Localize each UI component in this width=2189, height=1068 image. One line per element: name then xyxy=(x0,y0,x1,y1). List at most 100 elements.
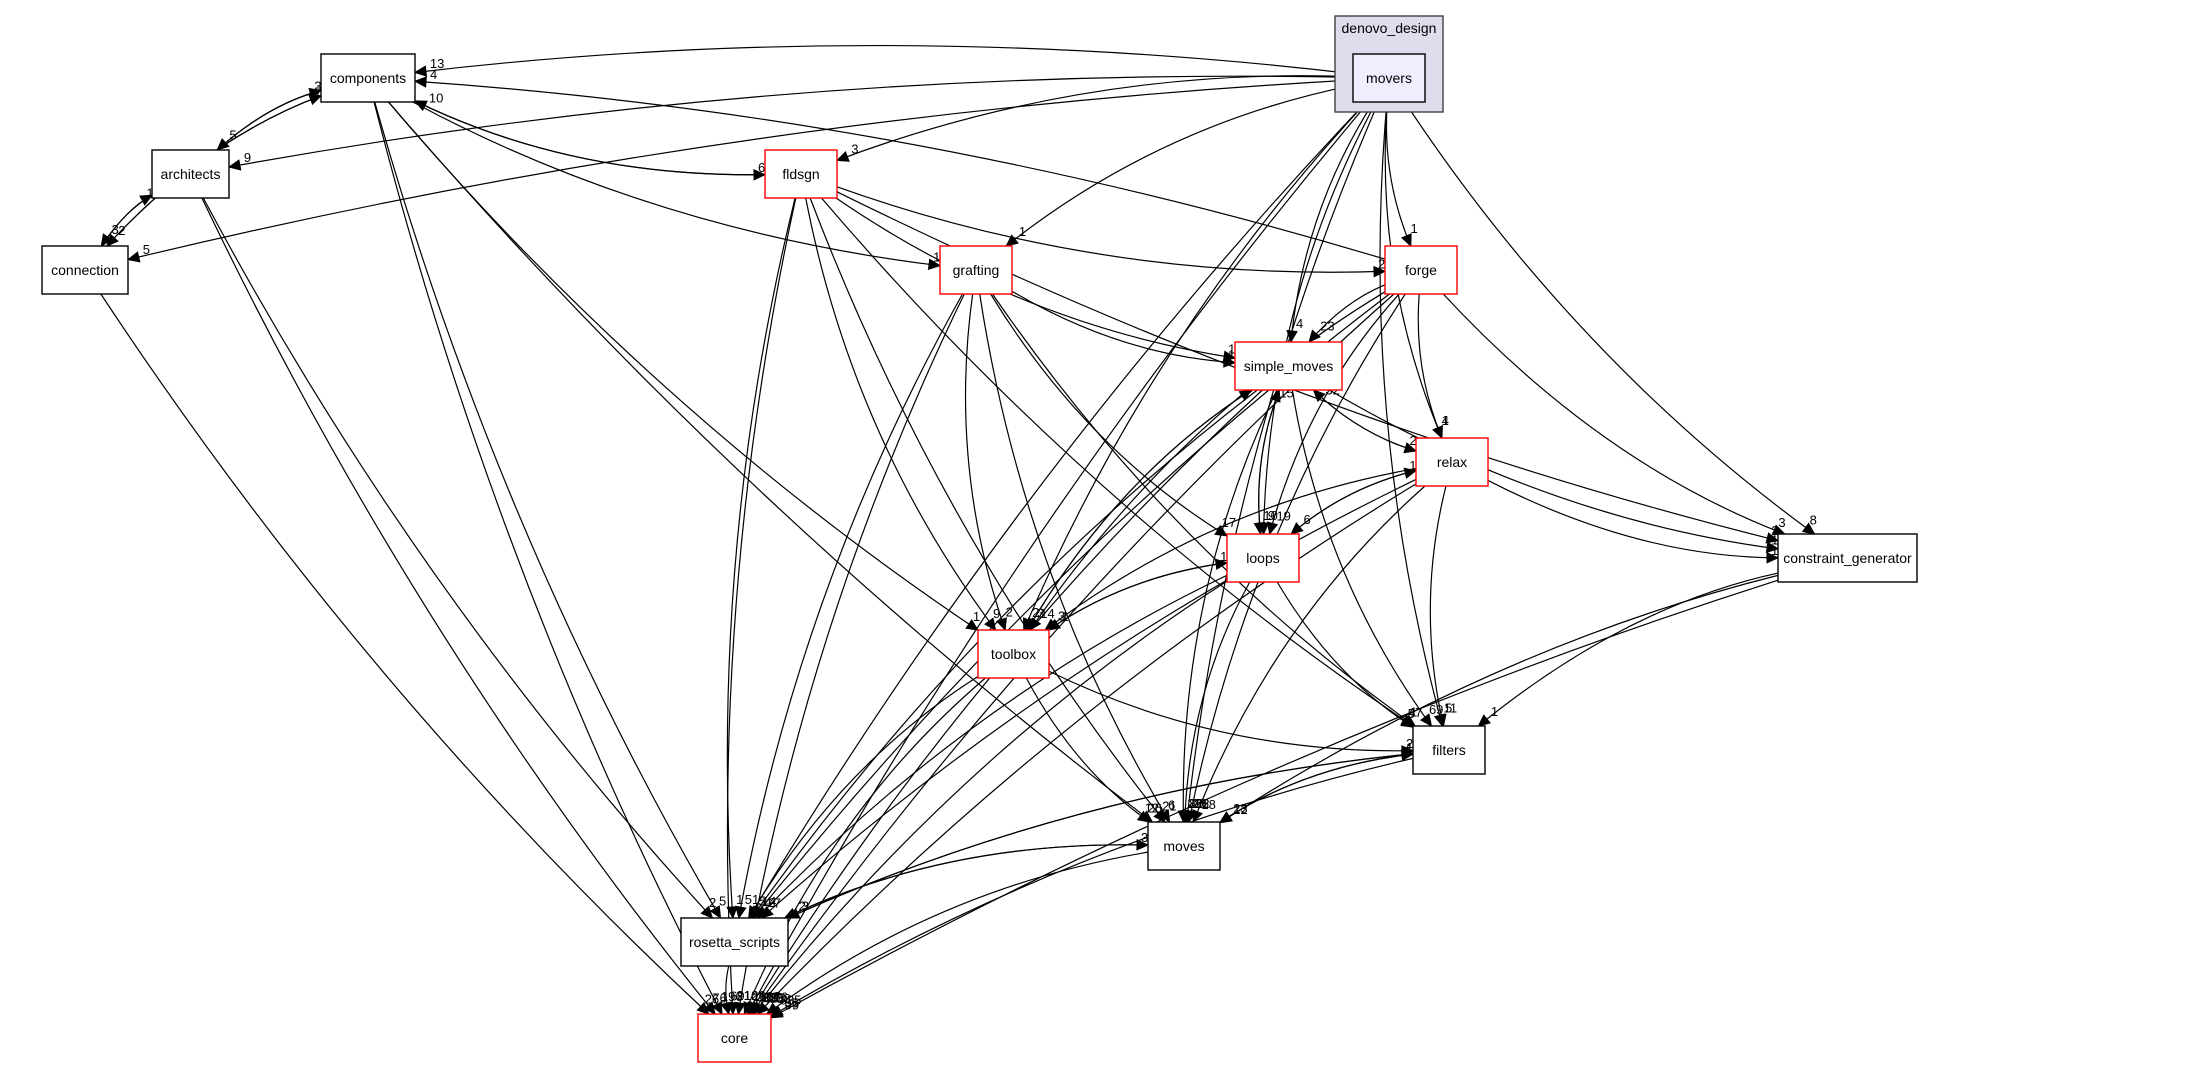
edge-fldsgn-to-forge[interactable]: 2 xyxy=(836,186,1387,278)
edge-label[interactable]: 17 xyxy=(1222,515,1236,530)
edge-label[interactable]: 6 xyxy=(1168,798,1175,813)
edge-label[interactable]: 2 xyxy=(1409,433,1416,448)
edge-loops-to-core[interactable]: 533 xyxy=(752,580,1228,1015)
edge-movers-to-connection[interactable]: 5 xyxy=(126,79,1354,263)
edge-label[interactable]: 5 xyxy=(1445,700,1452,715)
edge-label[interactable]: 51 xyxy=(745,892,759,907)
edge-label[interactable]: 2 xyxy=(1378,257,1385,272)
node-movers[interactable]: movers xyxy=(1352,53,1426,103)
edge-movers-to-grafting[interactable]: 1 xyxy=(1005,84,1354,247)
edge-grafting-to-rosetta_scripts[interactable]: 51 xyxy=(735,293,964,920)
node-architects[interactable]: architects xyxy=(151,149,230,199)
edge-movers-to-components[interactable]: 13 xyxy=(413,44,1354,77)
node-toolbox[interactable]: toolbox xyxy=(977,629,1050,679)
edge-label[interactable]: 835 xyxy=(780,992,802,1007)
node-core[interactable]: core xyxy=(697,1013,772,1063)
edge-simple_moves-to-relax[interactable]: 2 xyxy=(1313,389,1418,454)
edge-label[interactable]: 23 xyxy=(1320,319,1334,334)
edge-label[interactable]: 6 xyxy=(1304,512,1311,527)
edge-components-to-core[interactable]: 196 xyxy=(373,101,743,1016)
edge-components-to-rosetta_scripts[interactable]: 5 xyxy=(374,101,726,920)
edge-toolbox-to-rosetta_scripts[interactable]: 5 xyxy=(748,676,979,920)
edge-label[interactable]: 19 xyxy=(1276,508,1290,523)
edge-label[interactable]: 2 xyxy=(1006,605,1013,620)
edge-components-to-grafting[interactable]: 1 xyxy=(412,101,942,271)
edge-label[interactable]: 26 xyxy=(705,992,719,1007)
edge-moves-to-core[interactable]: 835 xyxy=(765,851,1149,1015)
node-moves[interactable]: moves xyxy=(1147,821,1221,871)
edge-movers-to-moves[interactable]: 28 xyxy=(1182,101,1380,824)
edge-rosetta_scripts-to-core[interactable]: 69 xyxy=(720,965,745,1016)
edge-label[interactable]: 1 xyxy=(1019,224,1026,239)
edge-constraint_generator-to-moves[interactable]: 12 xyxy=(1218,574,1779,824)
edge-rosetta_scripts-to-filters[interactable]: 1 xyxy=(787,740,1415,919)
edge-components-to-fldsgn[interactable]: 6 xyxy=(414,100,767,181)
edge-components-to-architects[interactable]: 5 xyxy=(216,89,322,151)
edge-components-to-toolbox[interactable]: 1 xyxy=(387,101,980,631)
edge-simple_moves-to-constraint_generator[interactable]: 1 xyxy=(1329,389,1780,554)
edge-label[interactable]: 1 xyxy=(1771,532,1778,547)
edge-label[interactable]: 1168 xyxy=(753,989,781,1004)
edge-fldsgn-to-components[interactable]: 10 xyxy=(413,91,766,176)
edge-label[interactable]: 14 xyxy=(762,894,776,909)
edge-label[interactable]: 21 xyxy=(1162,798,1176,813)
edge-architects-to-core[interactable]: 76 xyxy=(201,197,727,1015)
edge-label[interactable]: 8 xyxy=(1810,513,1817,528)
edge-label[interactable]: 358 xyxy=(762,990,784,1005)
edge-label[interactable]: 10 xyxy=(1263,508,1277,523)
edge-label[interactable]: 1 xyxy=(1228,341,1235,356)
edge-label[interactable]: 5 xyxy=(1408,706,1415,721)
edge-moves-to-rosetta_scripts[interactable]: 2 xyxy=(783,844,1149,919)
edge-label[interactable]: 2 xyxy=(1032,605,1039,620)
edge-toolbox-to-simple_moves[interactable]: 9 xyxy=(1026,381,1253,631)
edge-label[interactable]: 1 xyxy=(1409,458,1416,473)
edge-label[interactable]: 4 xyxy=(430,67,437,82)
edge-label[interactable]: 7 xyxy=(315,85,322,100)
edge-label[interactable]: 11 xyxy=(1444,700,1458,715)
edge-label[interactable]: 3 xyxy=(1778,515,1785,530)
edge-label[interactable]: 1 xyxy=(1061,609,1068,624)
edge-toolbox-to-moves[interactable]: 12 xyxy=(1025,677,1159,823)
edge-rosetta_scripts-to-moves[interactable]: 31 xyxy=(784,830,1156,919)
edge-movers-to-forge[interactable]: 1 xyxy=(1385,101,1418,248)
edge-label[interactable]: 5 xyxy=(719,894,726,909)
edge-loops-to-moves[interactable]: 80 xyxy=(1179,581,1251,824)
edge-label[interactable]: 4 xyxy=(1296,316,1303,331)
edge-simple_moves-to-core[interactable]: 1276 xyxy=(748,389,1263,1016)
edge-label[interactable]: 5 xyxy=(758,894,765,909)
edge-relax-to-core[interactable]: 353 xyxy=(756,483,1417,1015)
edge-label[interactable]: 5 xyxy=(143,242,150,257)
node-rosetta-scripts[interactable]: rosetta_scripts xyxy=(680,917,789,967)
edge-label[interactable]: 2 xyxy=(769,895,776,910)
edge-relax-to-constraint_generator[interactable]: 1 xyxy=(1487,479,1780,564)
edge-grafting-to-loops[interactable]: 17 xyxy=(990,293,1236,537)
edge-label[interactable]: 1 xyxy=(736,892,743,907)
edge-movers-to-architects[interactable]: 9 xyxy=(227,75,1354,171)
node-forge[interactable]: forge xyxy=(1384,245,1458,295)
edge-simple_moves-to-filters[interactable]: 69 xyxy=(1291,389,1443,727)
edge-relax-to-filters[interactable]: 5 xyxy=(1429,485,1452,728)
node-filters[interactable]: filters xyxy=(1412,725,1486,775)
node-fldsgn[interactable]: fldsgn xyxy=(764,149,838,199)
edge-movers-to-fldsgn[interactable]: 3 xyxy=(835,75,1354,162)
edge-label[interactable]: 6 xyxy=(758,160,765,175)
edge-label[interactable]: 9 xyxy=(993,606,1000,621)
edge-fldsgn-to-simple_moves[interactable]: 1 xyxy=(835,197,1237,362)
edge-label[interactable]: 1 xyxy=(973,609,980,624)
node-grafting[interactable]: grafting xyxy=(939,245,1013,295)
edge-label[interactable]: 1 xyxy=(1771,543,1778,558)
edge-label[interactable]: 9 xyxy=(244,150,251,165)
edge-loops-to-filters[interactable]: 5 xyxy=(1276,581,1415,728)
edge-label[interactable]: 9 xyxy=(1268,508,1275,523)
edge-label[interactable]: 3 xyxy=(851,142,858,157)
edge-label[interactable]: 5 xyxy=(229,128,236,143)
edge-label[interactable]: 2 xyxy=(709,895,716,910)
edge-label[interactable]: 5 xyxy=(758,894,765,909)
edge-grafting-to-moves[interactable]: 6 xyxy=(979,293,1175,824)
edge-fldsgn-to-filters[interactable]: 47 xyxy=(821,197,1422,727)
edge-relax-to-rosetta_scripts[interactable]: 7 xyxy=(760,478,1417,919)
edge-filters-to-rosetta_scripts[interactable]: 3 xyxy=(786,753,1414,919)
edge-label[interactable]: 2 xyxy=(799,898,806,913)
edge-label[interactable]: 14 xyxy=(1040,606,1054,621)
edge-forge-to-relax[interactable]: 4 xyxy=(1417,293,1449,440)
